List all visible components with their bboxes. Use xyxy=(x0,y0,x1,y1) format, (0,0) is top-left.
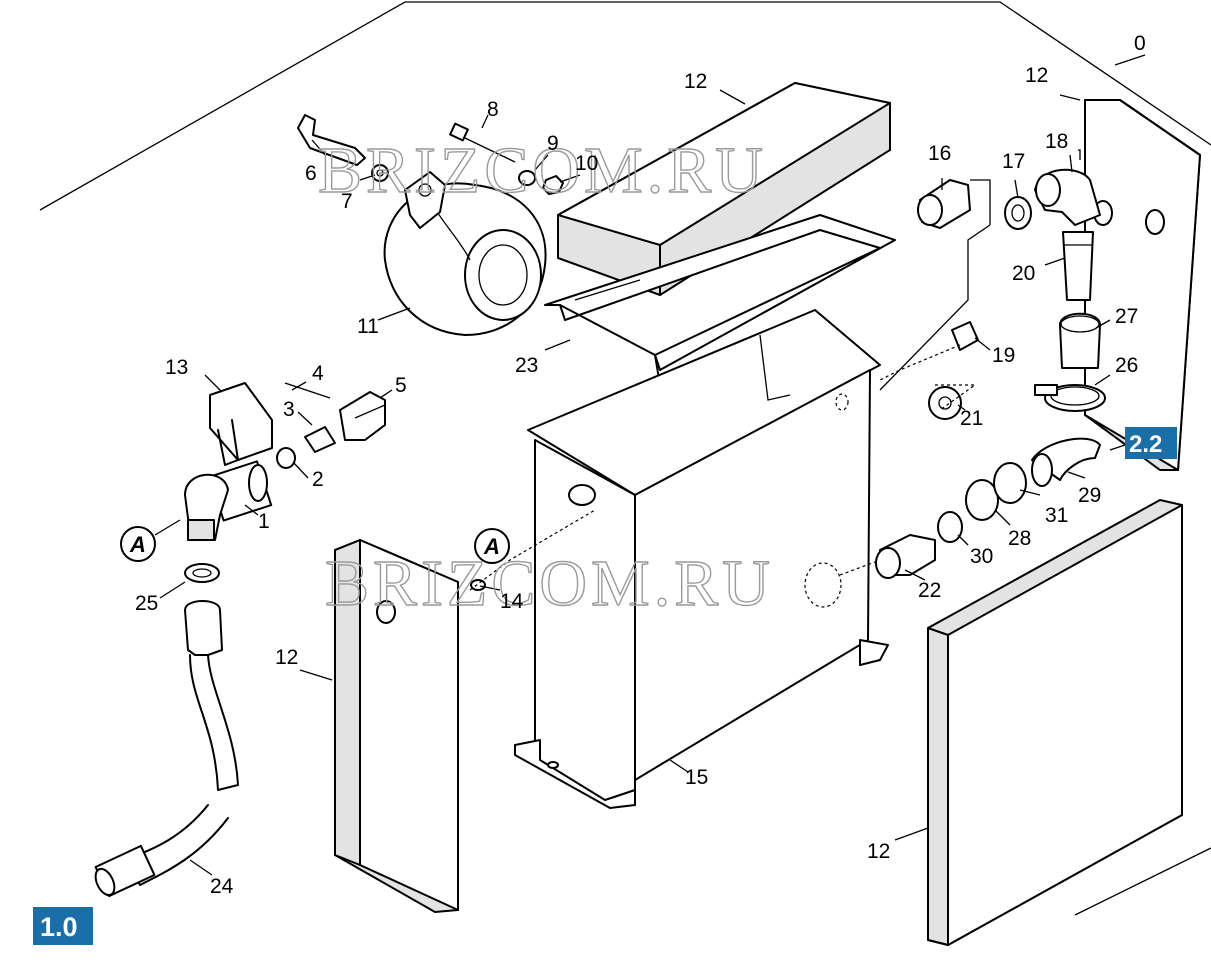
callout-27: 27 xyxy=(1115,305,1138,328)
callout-24: 24 xyxy=(210,875,234,898)
clamps-28-31 xyxy=(965,462,1027,521)
hose-nozzle-20 xyxy=(1062,231,1094,301)
callout-21: 21 xyxy=(960,407,983,430)
nut-21 xyxy=(928,386,962,420)
callout-30: 30 xyxy=(970,545,993,568)
callout-17: 17 xyxy=(1002,150,1025,173)
callout-7: 7 xyxy=(341,190,353,213)
section-badge-reference[interactable]: 2.2 xyxy=(1125,427,1177,459)
callout-31: 31 xyxy=(1045,504,1068,527)
insulation-pad-top xyxy=(557,82,891,296)
callout-6: 6 xyxy=(305,162,317,185)
fastener-14 xyxy=(470,579,486,591)
expansion-vessel xyxy=(383,171,547,336)
water-tank xyxy=(514,309,889,809)
callout-5: 5 xyxy=(395,374,407,397)
o-ring xyxy=(184,563,220,583)
callout-0: 0 xyxy=(1134,32,1146,55)
callout-26: 26 xyxy=(1115,354,1138,377)
drain-hose xyxy=(94,600,239,898)
connection-marker-a-right: A xyxy=(474,528,510,564)
svg-text:A: A xyxy=(483,534,500,559)
insulation-pad-left xyxy=(334,539,459,913)
callout-23: 23 xyxy=(515,354,538,377)
bolt-assembly xyxy=(449,122,564,195)
hose-clamp-26 xyxy=(1034,384,1106,412)
frame-outline xyxy=(39,1,1211,916)
callout-3: 3 xyxy=(283,398,295,421)
nipple-16 xyxy=(917,179,971,229)
tank-outlet-fitting xyxy=(184,382,386,541)
strap-bracket xyxy=(297,114,389,182)
svg-text:2.2: 2.2 xyxy=(1129,431,1162,458)
elbow-18 xyxy=(1034,168,1101,226)
leader-lines xyxy=(159,54,1146,876)
callout-11: 11 xyxy=(357,315,379,338)
callout-22: 22 xyxy=(918,579,941,602)
callout-8: 8 xyxy=(487,98,499,121)
insulation-pad-right-front xyxy=(927,499,1183,946)
svg-text:1.0: 1.0 xyxy=(40,912,78,942)
callout-labels: 0 1 2 3 4 5 6 7 8 9 10 11 12 12 12 12 13… xyxy=(135,32,1146,898)
callout-12-right-back: 12 xyxy=(1025,64,1048,87)
pipe-29 xyxy=(1031,437,1101,487)
svg-text:A: A xyxy=(129,532,146,557)
callout-12-top: 12 xyxy=(684,70,707,93)
callout-4: 4 xyxy=(312,362,324,385)
sleeve-27 xyxy=(1059,312,1101,369)
plug-19 xyxy=(951,321,979,351)
callout-13: 13 xyxy=(165,356,188,379)
callout-15: 15 xyxy=(685,766,708,789)
callout-16: 16 xyxy=(928,142,951,165)
callout-2: 2 xyxy=(312,468,324,491)
callout-18: 18 xyxy=(1045,130,1068,153)
callout-9: 9 xyxy=(547,132,559,155)
insulation-pad-right-back xyxy=(1084,99,1201,471)
connection-marker-a-left: A xyxy=(120,526,156,562)
callout-25: 25 xyxy=(135,592,158,615)
seal-17 xyxy=(1004,196,1032,230)
callout-14: 14 xyxy=(500,590,524,613)
callout-1: 1 xyxy=(258,510,270,533)
callout-19: 19 xyxy=(992,344,1015,367)
callout-20: 20 xyxy=(1012,262,1035,285)
reducer-30 xyxy=(937,511,963,543)
section-badge-main[interactable]: 1.0 xyxy=(33,907,93,945)
callout-28: 28 xyxy=(1008,527,1031,550)
callout-12-right-front: 12 xyxy=(867,840,890,863)
callout-10: 10 xyxy=(575,152,598,175)
callout-12-left: 12 xyxy=(275,646,298,669)
watermark-middle: BRIZCOM.RU xyxy=(325,547,774,620)
nipple-22 xyxy=(875,534,936,579)
watermark-top: BRIZCOM.RU xyxy=(318,134,767,207)
callout-29: 29 xyxy=(1078,484,1101,507)
